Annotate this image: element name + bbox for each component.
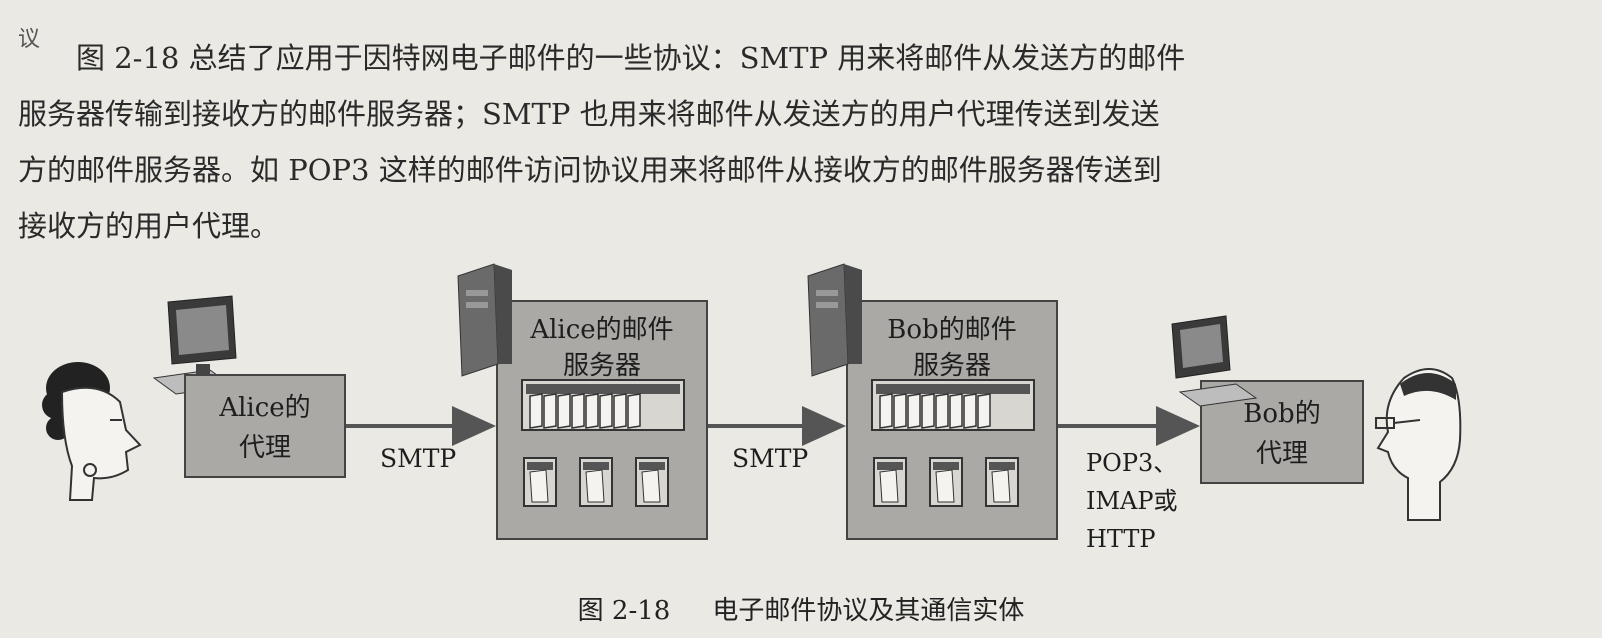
arrow1-protocol-label: SMTP [380, 444, 457, 473]
bob-person-icon [1375, 368, 1462, 521]
alice-agent-label-line1: Alice的 [219, 393, 311, 423]
bob-message-queue-icon [871, 379, 1035, 431]
paragraph-line: 方的邮件服务器。如 POP3 这样的邮件访问协议用来将邮件从接收方的邮件服务器传… [18, 153, 1162, 187]
alice-agent-label-line2: 代理 [238, 433, 291, 463]
figure-number: 图 2-18 [577, 596, 671, 626]
arrow3-label-line2: IMAP或 [1086, 487, 1178, 515]
paragraph-line: 服务器传输到接收方的邮件服务器；SMTP 也用来将邮件从发送方的用户代理传送到发… [18, 97, 1160, 131]
arrow3-protocol-labels: POP3、 IMAP或 HTTP [1086, 444, 1178, 558]
alice-message-queue-icon [521, 379, 685, 431]
bob-computer-icon [1171, 315, 1258, 407]
alice-person-icon [42, 362, 142, 501]
paragraph-line: 图 2-18 总结了应用于因特网电子邮件的一些协议：SMTP 用来将邮件从发送方… [76, 41, 1186, 75]
arrow2-protocol-label: SMTP [732, 444, 809, 473]
bob-server-tower-icon [807, 263, 862, 377]
previous-page-fragment: 议 [18, 27, 41, 52]
paragraph-line: 接收方的用户代理。 [18, 209, 280, 243]
figure-title: 电子邮件协议及其通信实体 [712, 596, 1025, 626]
alice-mailbox-icons [523, 457, 669, 507]
alice-user-agent-box: Alice的 代理 [184, 374, 346, 478]
arrow3-label-line3: HTTP [1086, 525, 1156, 553]
alice-server-tower-icon [457, 263, 512, 377]
bob-mailbox-icons [873, 457, 1019, 507]
body-paragraph: 议 图 2-18 总结了应用于因特网电子邮件的一些协议：SMTP 用来将邮件从发… [18, 27, 1578, 254]
arrow3-label-line1: POP3、 [1086, 449, 1178, 477]
figure-caption: 图 2-18 电子邮件协议及其通信实体 [0, 590, 1602, 627]
